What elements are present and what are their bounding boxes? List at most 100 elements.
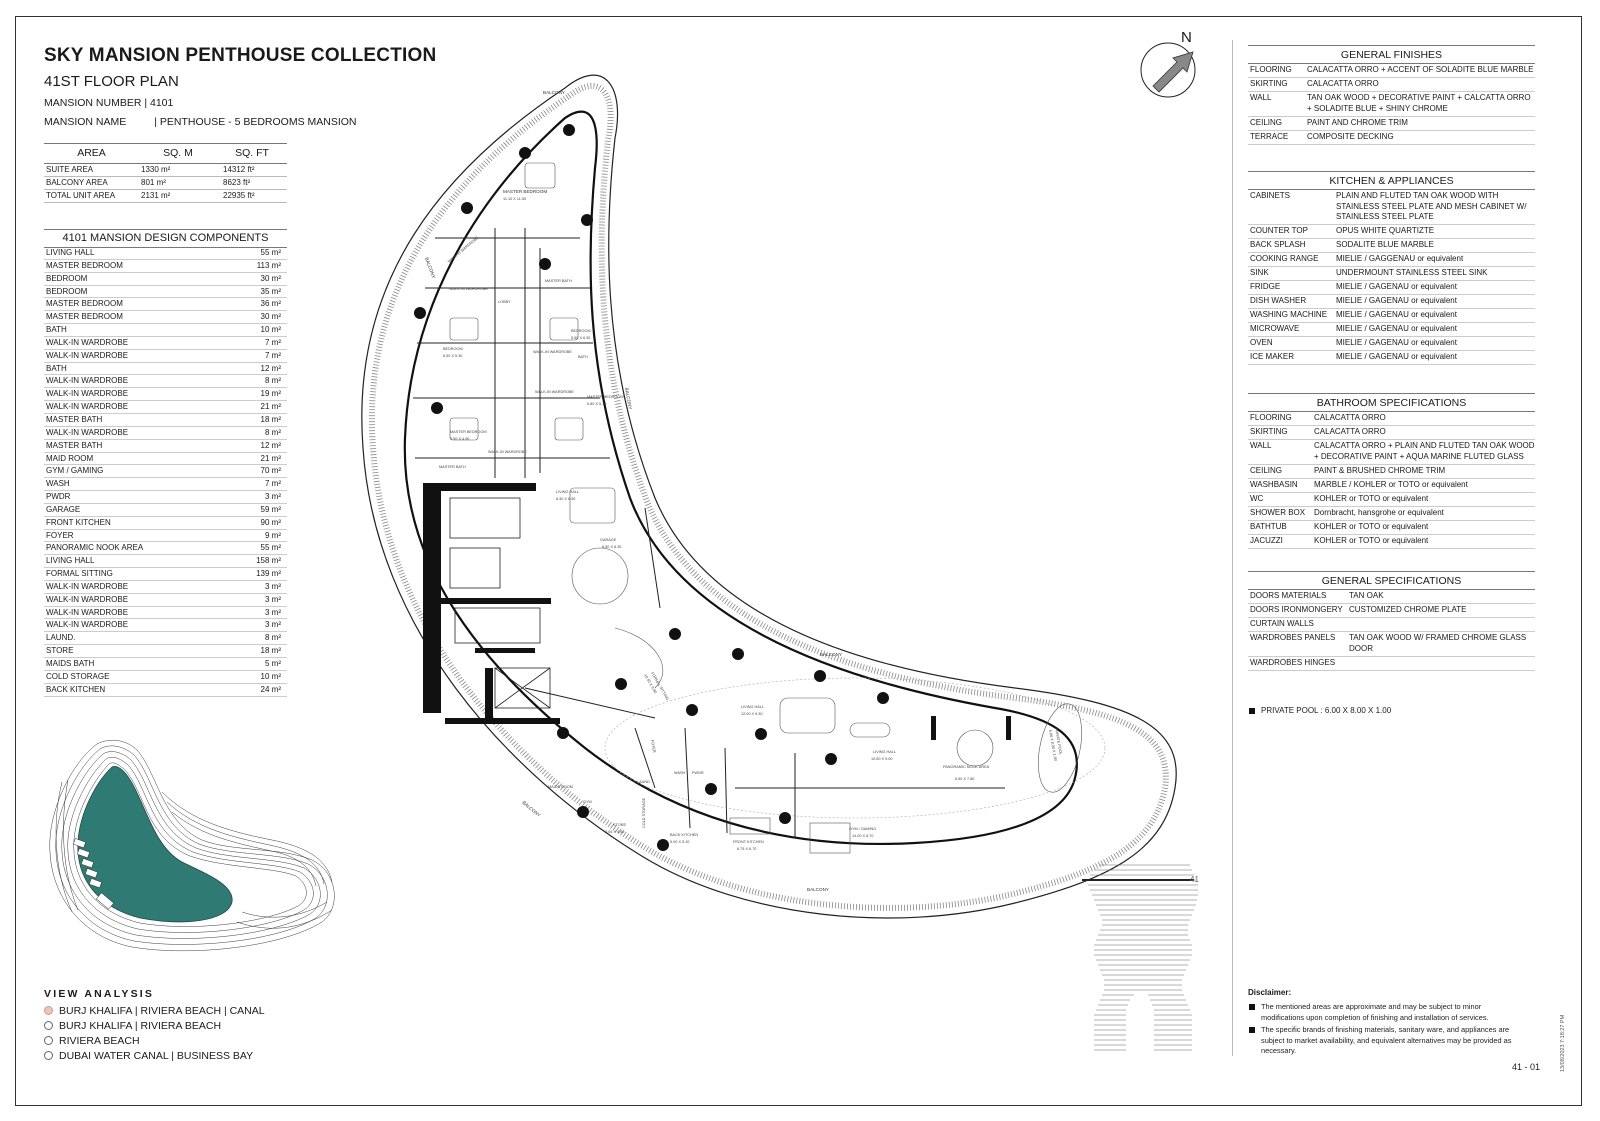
location-mini-map bbox=[49, 739, 335, 952]
component-area: 70 m² bbox=[260, 466, 281, 476]
view-radio[interactable] bbox=[44, 1051, 53, 1060]
plan-label-bedroom-2: BEDROOM bbox=[571, 329, 591, 333]
plan-label-balcony-top: BALCONY bbox=[543, 90, 565, 95]
component-area: 10 m² bbox=[260, 671, 281, 681]
view-option[interactable]: BURJ KHALIFA | RIVIERA BEACH | CANAL bbox=[44, 1003, 265, 1018]
spec-value: MIELIE / GAGENAU or equivalent bbox=[1336, 324, 1457, 333]
component-area: 139 m² bbox=[256, 569, 281, 579]
spec-key: FRIDGE bbox=[1250, 282, 1281, 291]
spec-row: WARDROBES HINGES bbox=[1248, 657, 1535, 671]
component-area: 3 m² bbox=[265, 607, 281, 617]
component-name: WALK-IN WARDROBE bbox=[46, 594, 129, 604]
view-radio-selected[interactable] bbox=[44, 1006, 53, 1015]
area-table: AREA SQ. M SQ. FT SUITE AREA 1330 m² 143… bbox=[44, 143, 287, 203]
component-area: 7 m² bbox=[265, 479, 281, 489]
component-area: 21 m² bbox=[260, 402, 281, 412]
spec-key: SKIRTING bbox=[1250, 427, 1288, 436]
component-name: FOYER bbox=[46, 530, 74, 540]
disclaimer-list: The mentioned areas are approximate and … bbox=[1248, 1002, 1518, 1059]
disclaimer-item: The mentioned areas are approximate and … bbox=[1248, 1002, 1518, 1023]
spec-value bbox=[1349, 619, 1535, 630]
plan-label-master-bedroom-1: MASTER BEDROOM bbox=[503, 189, 547, 194]
spec-key: WC bbox=[1250, 493, 1264, 503]
component-name: MAID ROOM bbox=[46, 453, 94, 463]
component-name: WALK-IN WARDROBE bbox=[46, 337, 129, 347]
spec-key: SINK bbox=[1250, 268, 1269, 277]
component-area: 8 m² bbox=[265, 633, 281, 643]
plan-label-bedroom-1: BEDROOM bbox=[443, 347, 463, 351]
spec-key: ICE MAKER bbox=[1250, 352, 1295, 361]
spec-value: PLAIN AND FLUTED TAN OAK WOOD WITH STAIN… bbox=[1336, 191, 1527, 221]
component-area: 19 m² bbox=[260, 389, 281, 399]
component-name: FRONT KITCHEN bbox=[46, 517, 111, 527]
plan-label-front-kitchen: FRONT KITCHEN bbox=[733, 840, 764, 844]
component-area: 18 m² bbox=[260, 646, 281, 656]
component-area: 3 m² bbox=[265, 620, 281, 630]
plan-label-cold-storage: COLD STORAGE bbox=[642, 797, 646, 828]
component-area: 9 m² bbox=[265, 530, 281, 540]
plan-label-front-kitchen-dim: 6.75 X 6.70 bbox=[737, 847, 756, 851]
disclaimer-text: The mentioned areas are approximate and … bbox=[1261, 1002, 1489, 1022]
component-row: MAID ROOM 21 m² bbox=[44, 453, 287, 466]
spec-value bbox=[1349, 658, 1535, 669]
view-option[interactable]: RIVIERA BEACH bbox=[44, 1033, 265, 1048]
spec-key: WALL bbox=[1250, 441, 1272, 450]
component-name: BATH bbox=[46, 325, 67, 335]
component-name: WALK-IN WARDROBE bbox=[46, 427, 129, 437]
view-option[interactable]: DUBAI WATER CANAL | BUSINESS BAY bbox=[44, 1048, 265, 1063]
spec-value: CALACATTA ORRO + PLAIN AND FLUTED TAN OA… bbox=[1314, 441, 1535, 461]
area-row-sqft: 14312 ft² bbox=[223, 165, 255, 174]
component-name: WALK-IN WARDROBE bbox=[46, 350, 129, 360]
plan-label-private-pool: PRIVATE POOL bbox=[1054, 727, 1063, 755]
component-name: BACK KITCHEN bbox=[46, 684, 106, 694]
spec-value: PAINT AND CHROME TRIM bbox=[1307, 117, 1408, 127]
bullet-square-icon bbox=[1249, 707, 1255, 714]
plan-label-master-bath-2: MASTER BATH bbox=[439, 465, 466, 469]
view-radio[interactable] bbox=[44, 1036, 53, 1045]
mansion-name: MANSION NAME| PENTHOUSE - 5 BEDROOMS MAN… bbox=[44, 116, 357, 128]
component-name: MASTER BEDROOM bbox=[46, 299, 123, 309]
spec-value: MIELIE / GAGENAU or equivalent bbox=[1336, 310, 1457, 319]
component-row: LAUND.8 m² bbox=[44, 632, 287, 646]
spec-value: MIELIE / GAGENAU or equivalent bbox=[1336, 338, 1457, 347]
component-name: WALK-IN WARDROBE bbox=[46, 402, 129, 412]
component-row: WALK-IN WARDROBE 8 m² bbox=[44, 427, 287, 440]
building-outline bbox=[403, 110, 1078, 846]
plan-label-balcony-right: BALCONY bbox=[624, 387, 633, 410]
component-area: 21 m² bbox=[260, 453, 281, 463]
component-area: 12 m² bbox=[260, 440, 281, 450]
plan-label-balcony-bottom: BALCONY bbox=[807, 887, 829, 892]
spec-value: MARBLE / KOHLER or TOTO or equivalent bbox=[1314, 479, 1468, 489]
spec-key: OVEN bbox=[1250, 338, 1273, 347]
component-row: WALK-IN WARDROBE 21 m² bbox=[44, 401, 287, 414]
view-radio[interactable] bbox=[44, 1021, 53, 1030]
component-area: 18 m² bbox=[260, 414, 281, 424]
bullet-square-icon bbox=[1249, 1004, 1255, 1010]
plan-label-garage: GARAGE bbox=[600, 538, 617, 542]
plan-label-laund: LAUND. bbox=[637, 780, 651, 784]
area-table-header: AREA SQ. M SQ. FT bbox=[44, 143, 287, 164]
component-area: 8 m² bbox=[265, 427, 281, 437]
plan-label-foyer: FOYER bbox=[650, 739, 656, 753]
private-pool-text: PRIVATE POOL : 6.00 X 8.00 X 1.00 bbox=[1261, 706, 1392, 715]
area-row-sqm: 2131 m² bbox=[141, 191, 171, 200]
spec-key: BATHTUB bbox=[1250, 521, 1287, 531]
view-option[interactable]: BURJ KHALIFA | RIVIERA BEACH bbox=[44, 1018, 265, 1033]
mansion-name-label: MANSION NAME bbox=[44, 116, 127, 128]
component-name: PANORAMIC NOOK AREA bbox=[46, 543, 144, 553]
spec-value: KOHLER or TOTO or equivalent bbox=[1314, 521, 1429, 531]
spec-row: BATHTUB KOHLER or TOTO or equivalent bbox=[1248, 521, 1535, 535]
